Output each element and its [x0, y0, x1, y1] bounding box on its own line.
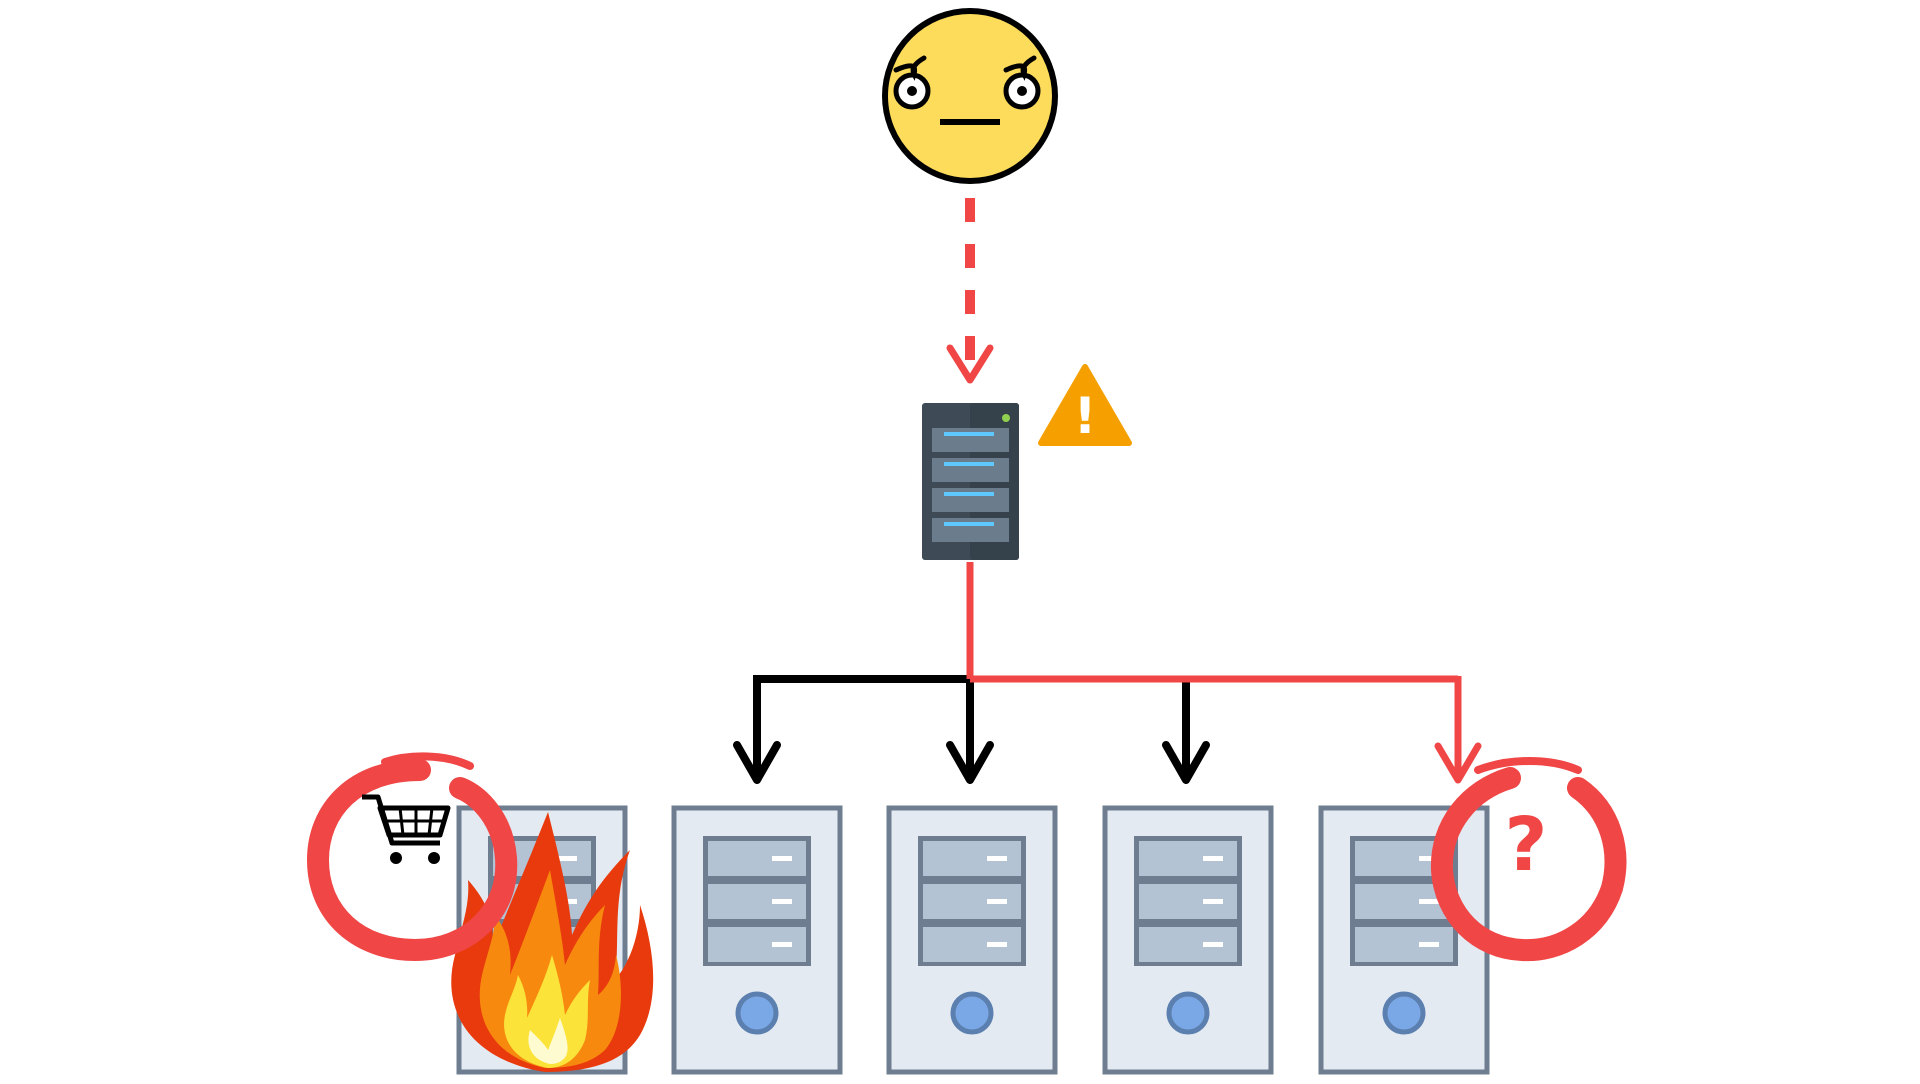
look-of-disapproval-face-icon — [882, 8, 1058, 184]
arrow-to-server-4 — [1162, 741, 1210, 784]
left-eye — [893, 55, 931, 110]
fire-icon — [451, 812, 654, 1072]
shopping-cart-icon — [362, 794, 451, 864]
server-tower-5 — [1321, 808, 1487, 1072]
arrow-to-server-5 — [1434, 742, 1482, 784]
shopping-cart-badge — [306, 752, 518, 962]
right-eye — [1003, 55, 1041, 110]
user-to-balancer-connection — [946, 198, 994, 384]
question-mark-badge: ? — [1430, 757, 1627, 962]
warning-triangle-icon: ! — [1038, 364, 1132, 446]
server-tower-2 — [674, 808, 840, 1072]
question-mark-icon: ? — [1505, 802, 1548, 888]
arrow-to-server-2 — [733, 741, 781, 784]
server-rack-icon — [922, 403, 1019, 560]
distribution-connections — [733, 562, 1482, 784]
warning-glyph: ! — [1074, 387, 1097, 445]
server-tower-4 — [1105, 808, 1271, 1072]
server-tower-3 — [889, 808, 1055, 1072]
arrow-to-server-3 — [946, 741, 994, 784]
